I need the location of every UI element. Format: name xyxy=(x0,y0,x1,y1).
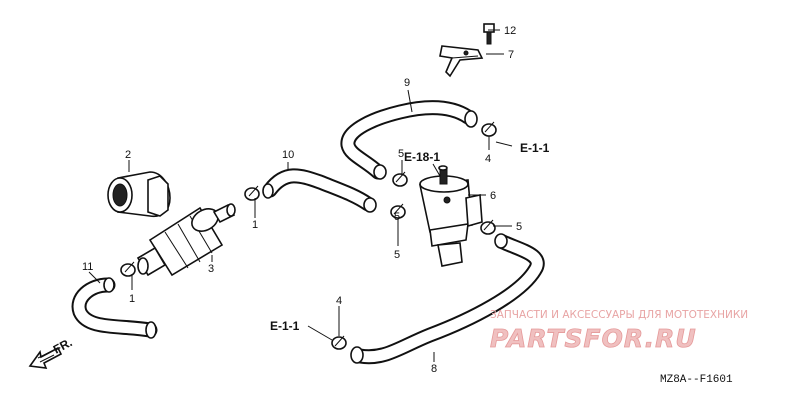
label-part-5-b: 5 xyxy=(394,211,400,223)
label-part-11: 11 xyxy=(82,261,93,273)
filter-3 xyxy=(136,203,236,277)
valve-6 xyxy=(419,165,483,267)
label-part-9: 9 xyxy=(404,77,410,89)
label-part-8: 8 xyxy=(431,363,437,375)
bracket-7 xyxy=(439,45,484,78)
hose-9 xyxy=(340,100,478,180)
clip-4-upper xyxy=(481,121,497,137)
label-part-5-c: 5 xyxy=(394,249,400,261)
ref-e-18-1: E-18-1 xyxy=(404,150,440,164)
clip-5-c xyxy=(480,219,496,235)
diagram-code: MZ8A--F1601 xyxy=(660,374,733,386)
ref-e-1-1-left: E-1-1 xyxy=(270,319,300,333)
clip-4-lower xyxy=(331,335,347,350)
clip-1-upper xyxy=(244,185,260,201)
front-arrow-icon: FR. xyxy=(28,335,74,369)
label-part-1-upper: 1 xyxy=(252,219,258,231)
cap-2 xyxy=(107,171,171,218)
label-part-1-lower: 1 xyxy=(129,293,135,305)
label-part-2: 2 xyxy=(125,149,131,161)
bolt-12 xyxy=(483,23,495,45)
watermark: ЗАПЧАСТИ И АКСЕССУАРЫ ДЛЯ МОТОТЕХНИКИ PA… xyxy=(490,309,749,353)
hose-11 xyxy=(71,277,158,339)
label-part-5-a: 5 xyxy=(398,148,404,160)
watermark-caption: ЗАПЧАСТИ И АКСЕССУАРЫ ДЛЯ МОТОТЕХНИКИ xyxy=(490,309,748,321)
hose-10 xyxy=(262,168,377,213)
label-part-4-upper: 4 xyxy=(485,153,491,165)
watermark-brand: PARTSFOR.RU xyxy=(490,324,697,353)
part-labels: 2 3 11 1 1 10 9 6 7 12 4 4 5 5 5 5 8 xyxy=(82,25,522,375)
clip-5-a xyxy=(392,171,408,187)
reference-labels: E-1-1 E-18-1 E-1-1 xyxy=(270,141,550,333)
label-part-10: 10 xyxy=(282,149,294,161)
ref-e-1-1-right: E-1-1 xyxy=(520,141,550,155)
label-part-7: 7 xyxy=(508,49,514,61)
leader-lines xyxy=(88,29,513,362)
label-part-3: 3 xyxy=(208,263,214,275)
hose-8 xyxy=(350,233,545,365)
label-part-12: 12 xyxy=(504,25,516,37)
label-part-6: 6 xyxy=(490,190,496,202)
label-part-4-lower: 4 xyxy=(336,295,342,307)
clip-1-lower xyxy=(120,261,136,277)
label-part-5-d: 5 xyxy=(516,221,522,233)
